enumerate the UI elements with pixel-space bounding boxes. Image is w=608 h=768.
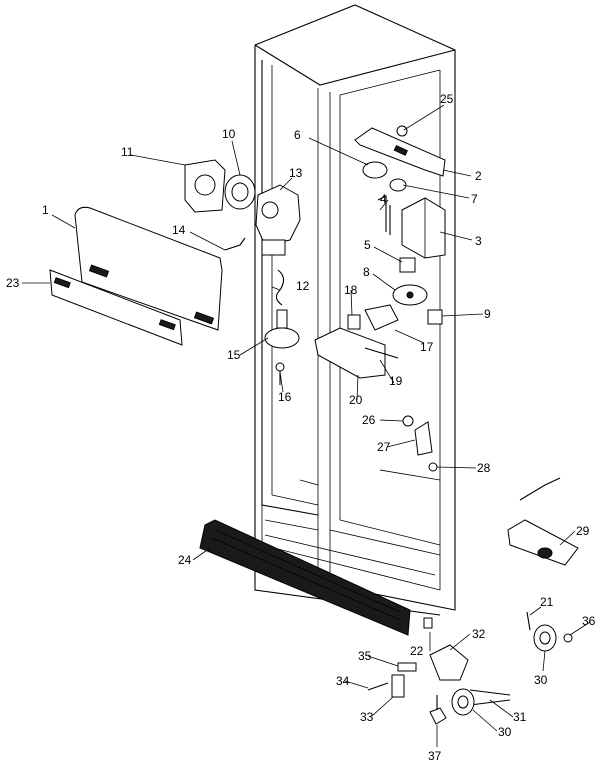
callout-34: 34: [336, 674, 350, 688]
part-8-disc: [392, 284, 428, 306]
part-29-bracket: [507, 477, 579, 566]
part-33-clip: [391, 674, 405, 698]
part-31-axle: [469, 689, 511, 706]
callout-36: 36: [582, 614, 596, 628]
part-9-block: [427, 309, 443, 325]
callout-7: 7: [471, 192, 478, 206]
callout-16: 16: [278, 390, 292, 404]
part-20-cover: [314, 327, 386, 379]
callout-29: 29: [576, 524, 590, 538]
callout-24: 24: [178, 553, 192, 567]
callout-37: 37: [428, 749, 442, 763]
callout-33: 33: [360, 710, 374, 724]
callout-6: 6: [294, 128, 301, 142]
callout-9: 9: [484, 307, 491, 321]
callout-28: 28: [477, 461, 491, 475]
part-30-roller-bottom: [451, 688, 475, 716]
part-27-bracket: [414, 421, 433, 456]
leader-lines: [22, 104, 591, 747]
callout-19: 19: [389, 374, 403, 388]
part-21-screw: [526, 611, 531, 631]
part-13-housing: [255, 184, 301, 256]
callout-25: 25: [440, 92, 454, 106]
part-19-rod: [364, 347, 399, 359]
callout-26: 26: [362, 413, 376, 427]
callout-31: 31: [513, 710, 527, 724]
part-10-motor: [224, 174, 256, 210]
part-36-axle: [563, 633, 573, 643]
part-15-disc: [264, 309, 300, 349]
part-26-screw: [402, 415, 414, 427]
part-2-bracket: [354, 127, 446, 177]
part-24-grille: [199, 519, 411, 636]
part-23-strip: [49, 269, 183, 346]
part-30-roller-right: [533, 624, 557, 652]
part-3-cover: [401, 197, 446, 259]
callout-11: 11: [121, 145, 134, 159]
callout-3: 3: [475, 234, 482, 248]
callout-8: 8: [363, 265, 370, 279]
part-37-leveler: [429, 695, 447, 725]
part-7-nut: [389, 178, 407, 192]
callout-5: 5: [364, 238, 371, 252]
callout-30-right: 30: [534, 673, 548, 687]
part-35-pin: [397, 662, 417, 672]
callout-35: 35: [358, 649, 372, 663]
callout-2: 2: [475, 169, 482, 183]
callout-15: 15: [227, 348, 241, 362]
part-4-clip: [377, 195, 391, 235]
part-22-screw: [423, 617, 433, 629]
callout-13: 13: [289, 166, 303, 180]
part-34-screw: [367, 682, 389, 691]
callout-27: 27: [377, 440, 391, 454]
callout-20: 20: [349, 393, 363, 407]
part-12-spring: [275, 269, 285, 306]
part-1-cover-panel: [74, 206, 223, 331]
callout-21: 21: [540, 595, 554, 609]
callout-4: 4: [380, 192, 387, 206]
part-6-cap: [362, 161, 388, 179]
callout-32: 32: [472, 627, 486, 641]
part-5-switch: [399, 257, 416, 273]
part-17-switch: [364, 304, 399, 331]
callout-10: 10: [222, 127, 236, 141]
callout-17: 17: [420, 340, 434, 354]
callout-22: 22: [410, 644, 424, 658]
callout-30-bottom: 30: [498, 725, 512, 739]
callout-14: 14: [172, 223, 186, 237]
callout-18: 18: [344, 283, 358, 297]
callout-12: 12: [296, 279, 310, 293]
part-25-screw: [396, 125, 408, 137]
callout-labels: 1 2 3 4 5 6 7 8 9 10 11 12 13 14 15 16 1…: [6, 92, 596, 763]
callout-23: 23: [6, 276, 20, 290]
part-18-terminal: [347, 314, 361, 330]
part-28-screw: [428, 462, 438, 472]
part-14-pin: [224, 237, 246, 251]
part-11-bracket: [184, 159, 226, 213]
part-32-bracket: [429, 644, 469, 681]
callout-1: 1: [42, 203, 49, 217]
